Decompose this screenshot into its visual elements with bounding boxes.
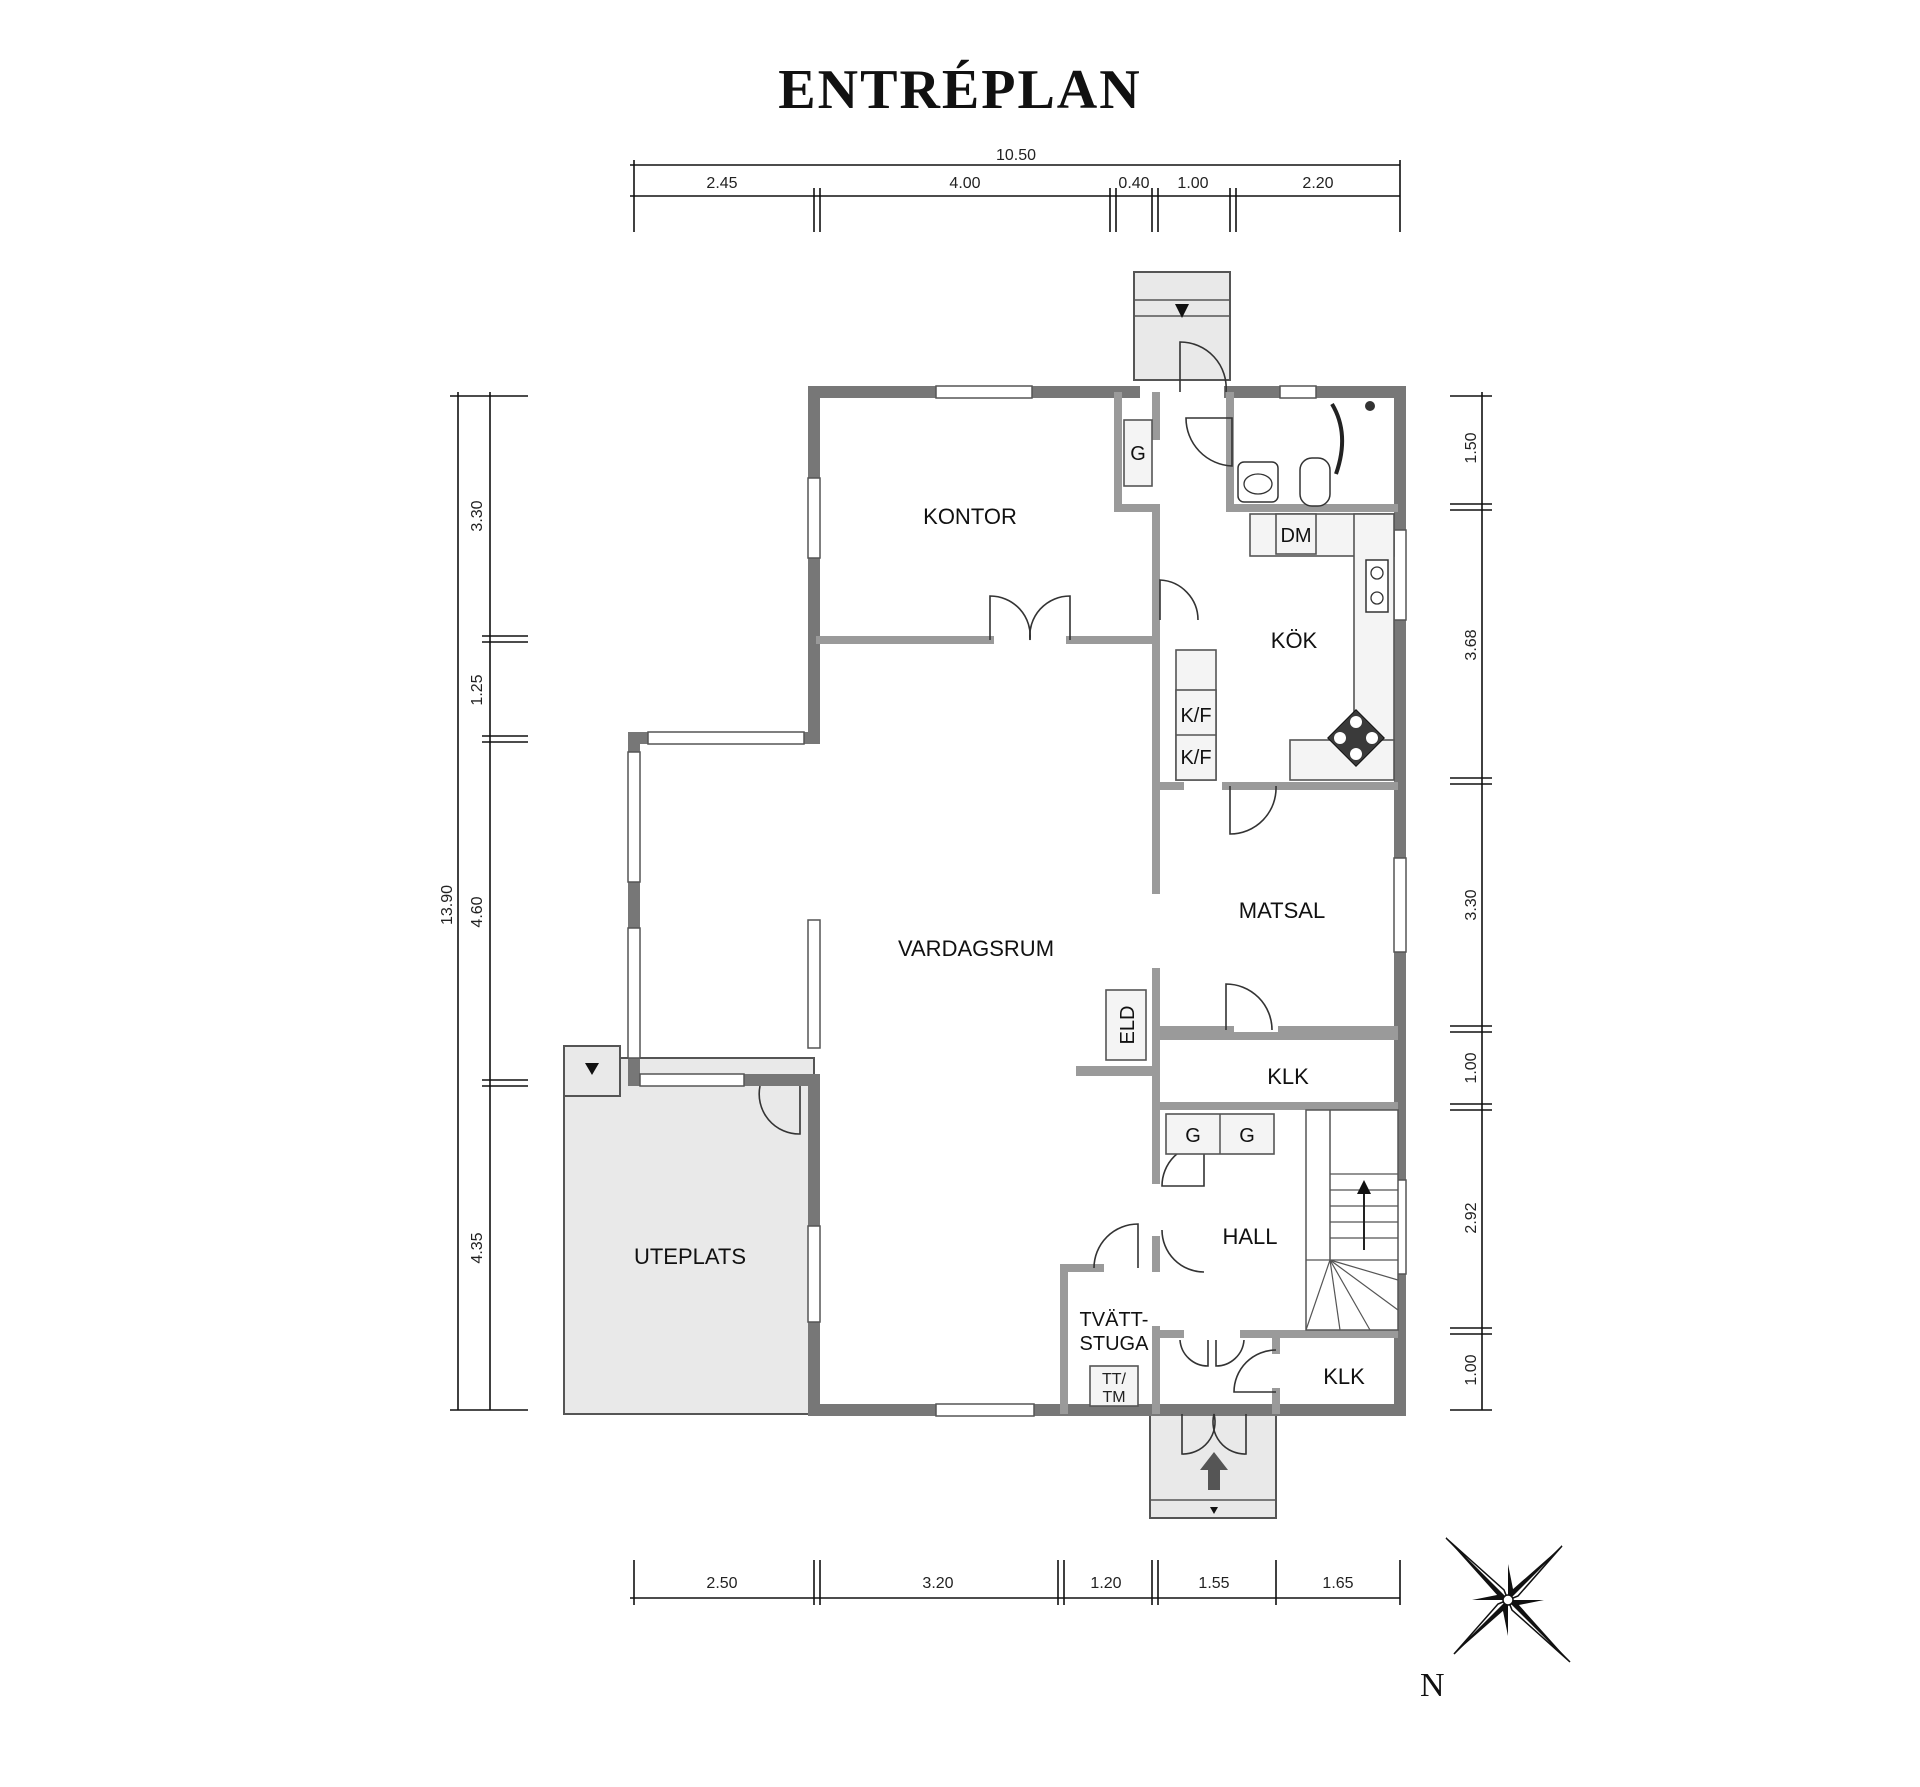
room-uteplats: UTEPLATS [634, 1244, 746, 1269]
label-g-top: G [1130, 443, 1146, 465]
room-tvattstuga-line1: TVÄTT- [1080, 1309, 1149, 1331]
room-labels: KONTOR KÖK MATSAL VARDAGSRUM KLK HALL KL… [634, 504, 1365, 1389]
dim-right-1: 1.50 [1463, 432, 1480, 463]
dim-top-3: 0.40 [1118, 175, 1149, 192]
terrace-arrow-icon [585, 1063, 599, 1075]
door-kontor [989, 595, 1031, 641]
dim-right-5: 2.92 [1463, 1202, 1480, 1233]
dim-left-3: 4.60 [469, 896, 486, 927]
top-dimensions: 10.50 2.45 4.00 0.40 1.00 2.20 [630, 147, 1401, 232]
room-matsal: MATSAL [1239, 898, 1325, 923]
dim-top-4: 1.00 [1177, 175, 1208, 192]
label-kf-2: K/F [1180, 747, 1211, 769]
doors [758, 341, 1277, 1455]
dim-left-2: 1.25 [469, 674, 486, 705]
left-dimensions: 13.90 3.30 1.25 4.60 4.35 [439, 392, 528, 1411]
fixture-boxes [1076, 419, 1317, 1407]
window [1393, 529, 1407, 621]
window [935, 385, 1033, 399]
window [627, 751, 641, 883]
uteplats-terrace [563, 1057, 815, 1415]
entrance-arrow-icon [1200, 1452, 1228, 1490]
dim-bottom-1: 2.50 [706, 1575, 737, 1592]
window [807, 1225, 821, 1323]
shower-curtain-icon [1330, 402, 1345, 475]
top-entrance-arrow-icon [1175, 304, 1189, 318]
dim-right-3: 3.30 [1463, 889, 1480, 920]
dim-bottom-5: 1.65 [1322, 1575, 1353, 1592]
window [1279, 385, 1317, 399]
staircase [1305, 1109, 1399, 1331]
fixture-labels: G DM K/F K/F ELD G G TT/ TM [1102, 443, 1312, 1406]
toilet-icon [1299, 457, 1331, 507]
dim-top-total: 10.50 [996, 147, 1036, 164]
label-tt: TT/ [1102, 1371, 1127, 1388]
door-kok [1159, 579, 1199, 621]
bottom-dimensions: 2.50 3.20 1.20 1.55 1.65 [630, 1560, 1401, 1605]
door-uteplats [758, 1085, 801, 1135]
room-hall: HALL [1222, 1224, 1277, 1249]
label-g-hall-1: G [1185, 1125, 1201, 1147]
dim-right-4: 1.00 [1463, 1052, 1480, 1083]
door-klk-upper [1225, 983, 1273, 1031]
right-dimensions: 1.50 3.68 3.30 1.00 2.92 1.00 [1450, 392, 1492, 1411]
window [807, 477, 821, 559]
window [935, 1403, 1035, 1417]
stove-icon [1327, 709, 1385, 767]
room-klk-upper: KLK [1267, 1064, 1309, 1089]
window [807, 919, 821, 1049]
dim-right-2: 3.68 [1463, 629, 1480, 660]
window [639, 1073, 745, 1087]
door-top-entrance [1179, 341, 1227, 393]
windows [627, 385, 1407, 1417]
window [627, 927, 641, 1059]
door-klk-lower [1233, 1349, 1277, 1393]
room-tvattstuga-line2: STUGA [1080, 1333, 1150, 1355]
label-tm: TM [1102, 1389, 1125, 1406]
dim-left-total: 13.90 [439, 885, 456, 925]
room-kok: KÖK [1271, 628, 1318, 653]
dim-bottom-4: 1.55 [1198, 1575, 1229, 1592]
dim-right-6: 1.00 [1463, 1354, 1480, 1385]
room-klk-lower: KLK [1323, 1364, 1365, 1389]
door-main-entrance [1181, 1413, 1216, 1455]
washbasin-icon [1237, 461, 1279, 503]
room-kontor: KONTOR [923, 504, 1017, 529]
dim-left-1: 3.30 [469, 500, 486, 531]
label-g-hall-2: G [1239, 1125, 1255, 1147]
door-tvattstuga [1093, 1223, 1139, 1269]
dim-top-5: 2.20 [1302, 175, 1333, 192]
door-matsal [1229, 785, 1277, 835]
wc-fixtures [1237, 401, 1375, 507]
dim-bottom-3: 1.20 [1090, 1575, 1121, 1592]
stairs-up-arrow-icon [1357, 1180, 1371, 1194]
compass-rose-icon [1445, 1537, 1571, 1663]
label-kf-1: K/F [1180, 705, 1211, 727]
dim-top-1: 2.45 [706, 175, 737, 192]
window [647, 731, 805, 745]
page-title: ENTRÉPLAN [778, 59, 1142, 121]
room-vardagsrum: VARDAGSRUM [898, 936, 1054, 961]
dim-top-2: 4.00 [949, 175, 980, 192]
label-dm: DM [1280, 525, 1311, 547]
dim-bottom-2: 3.20 [922, 1575, 953, 1592]
top-entrance-steps [1133, 271, 1231, 381]
window [1393, 857, 1407, 953]
compass: N [1420, 1537, 1571, 1704]
compass-north-label: N [1420, 1667, 1445, 1704]
label-eld: ELD [1117, 1006, 1139, 1045]
dim-left-4: 4.35 [469, 1232, 486, 1263]
